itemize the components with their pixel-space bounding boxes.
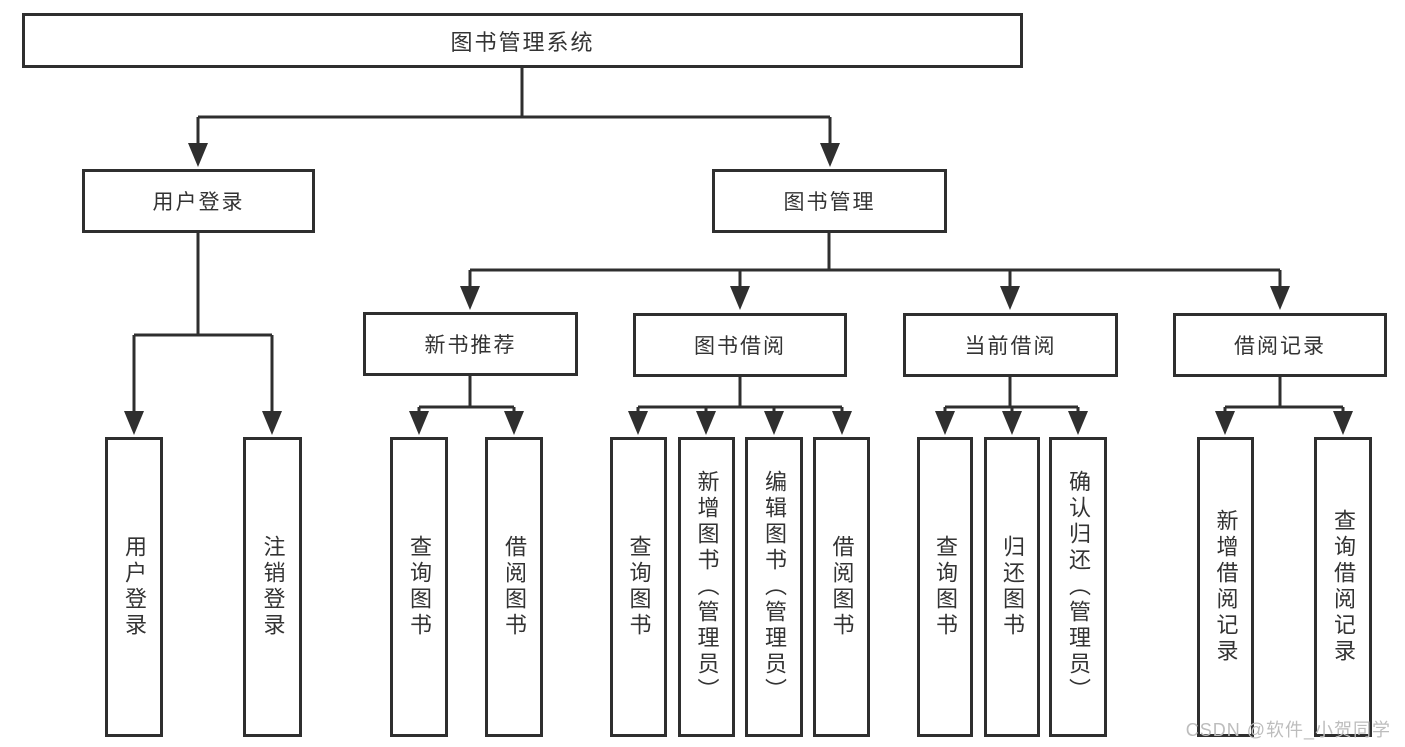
node-user-login: 用户登录: [82, 169, 315, 233]
watermark: CSDN @软件_小贺同学: [1185, 720, 1391, 740]
leaf-return-books-label: 归还图书: [1000, 535, 1025, 639]
node-book-management: 图书管理: [712, 169, 947, 233]
leaf-confirm-return-admin-label: 确认归还（管理员）: [1066, 470, 1091, 704]
node-book-borrowing: 图书借阅: [633, 313, 847, 377]
node-book-management-label: 图书管理: [783, 191, 876, 214]
leaf-query-books-borrowing: 查询图书: [610, 437, 667, 737]
leaf-edit-books-admin: 编辑图书（管理员）: [745, 437, 803, 737]
node-user-login-label: 用户登录: [152, 191, 245, 214]
leaf-add-borrow-record: 新增借阅记录: [1197, 437, 1254, 737]
node-book-borrowing-label: 图书借阅: [694, 335, 786, 358]
node-new-book-recommend-label: 新书推荐: [424, 334, 517, 357]
leaf-logout: 注销登录: [243, 437, 302, 737]
node-borrow-records-label: 借阅记录: [1234, 335, 1326, 358]
leaf-add-books-admin: 新增图书（管理员）: [678, 437, 735, 737]
node-root-label: 图书管理系统: [450, 29, 595, 55]
leaf-query-borrow-record-label: 查询借阅记录: [1331, 509, 1356, 665]
leaf-borrow-books-recommend-label: 借阅图书: [502, 535, 527, 639]
leaf-borrow-books-borrowing-label: 借阅图书: [829, 535, 855, 639]
leaf-add-borrow-record-label: 新增借阅记录: [1213, 509, 1239, 665]
leaf-query-books-recommend-label: 查询图书: [407, 535, 432, 639]
leaf-query-books-current: 查询图书: [917, 437, 973, 737]
leaf-query-books-current-label: 查询图书: [933, 535, 958, 639]
leaf-logout-label: 注销登录: [260, 535, 286, 639]
leaf-add-books-admin-label: 新增图书（管理员）: [694, 470, 720, 704]
leaf-user-login: 用户登录: [105, 437, 163, 737]
leaf-edit-books-admin-label: 编辑图书（管理员）: [762, 470, 787, 704]
leaf-query-books-borrowing-label: 查询图书: [626, 535, 652, 639]
leaf-user-login-label: 用户登录: [122, 535, 147, 639]
leaf-return-books: 归还图书: [984, 437, 1040, 737]
leaf-query-borrow-record: 查询借阅记录: [1314, 437, 1372, 737]
leaf-confirm-return-admin: 确认归还（管理员）: [1049, 437, 1107, 737]
node-root: 图书管理系统: [22, 13, 1023, 68]
node-borrow-records: 借阅记录: [1173, 313, 1387, 377]
node-current-borrowing: 当前借阅: [903, 313, 1118, 377]
leaf-borrow-books-borrowing: 借阅图书: [813, 437, 870, 737]
node-current-borrowing-label: 当前借阅: [964, 335, 1057, 358]
node-new-book-recommend: 新书推荐: [363, 312, 578, 376]
leaf-query-books-recommend: 查询图书: [390, 437, 448, 737]
leaf-borrow-books-recommend: 借阅图书: [485, 437, 543, 737]
